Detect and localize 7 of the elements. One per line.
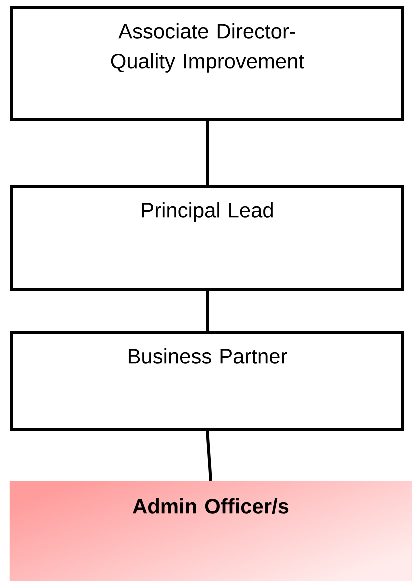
connector-line — [206, 121, 209, 185]
highlighted-box: Admin Officer/s — [10, 481, 412, 581]
connector-line — [206, 291, 209, 331]
connector-line — [206, 430, 212, 482]
role-box: Principal Lead — [10, 185, 404, 291]
role-box: Business Partner — [10, 331, 404, 431]
role-box: Associate Director- Quality Improvement — [10, 6, 404, 121]
